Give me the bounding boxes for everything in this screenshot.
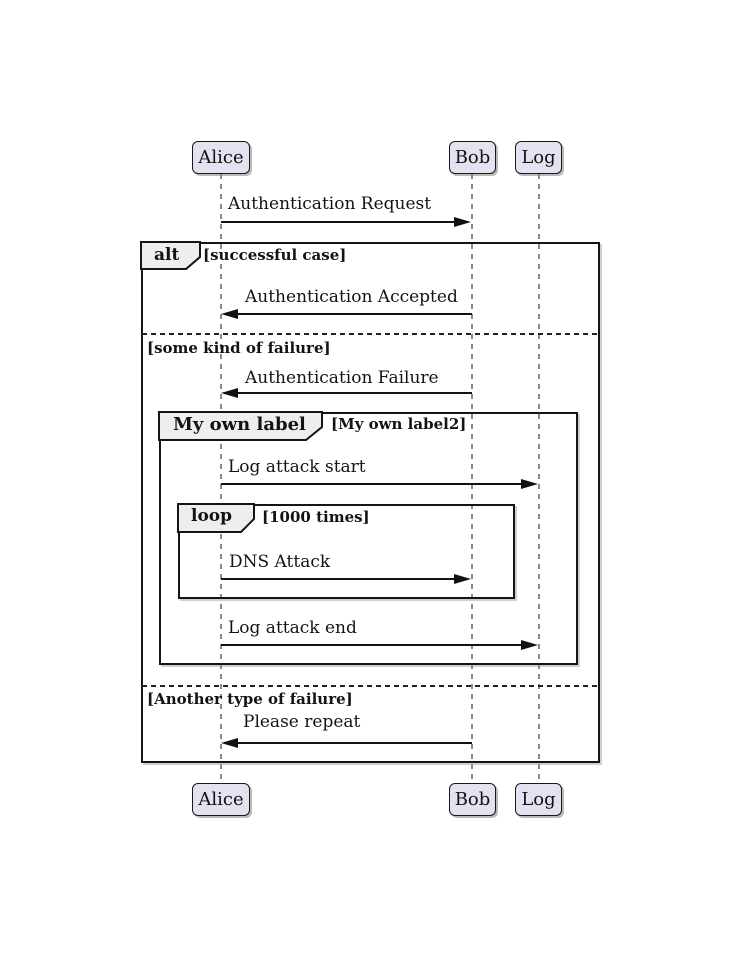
message-log-attack-end: Log attack end bbox=[228, 618, 357, 638]
message-arrow-line bbox=[221, 221, 457, 223]
participant-log-top: Log bbox=[515, 141, 562, 174]
pentagon-shape-icon bbox=[158, 411, 323, 441]
arrowhead-right-icon bbox=[454, 574, 471, 584]
message-arrow-line bbox=[221, 578, 457, 580]
group-frame bbox=[159, 412, 578, 665]
alt-keyword: alt bbox=[154, 245, 180, 265]
arrowhead-right-icon bbox=[521, 640, 538, 650]
else-divider-1 bbox=[142, 333, 599, 335]
participant-label: Log bbox=[521, 147, 556, 168]
loop-keyword: loop bbox=[191, 506, 233, 526]
else-condition-1: [some kind of failure] bbox=[147, 339, 331, 357]
participant-label: Bob bbox=[454, 147, 491, 168]
participant-label: Bob bbox=[454, 789, 491, 810]
message-authentication-request: Authentication Request bbox=[228, 194, 432, 214]
message-arrow-line bbox=[238, 742, 472, 744]
group-condition: [My own label2] bbox=[331, 415, 467, 433]
group-frame-pentagon bbox=[158, 411, 324, 446]
participant-alice-top: Alice bbox=[192, 141, 250, 174]
message-authentication-accepted: Authentication Accepted bbox=[245, 287, 458, 307]
participant-bob-bottom: Bob bbox=[449, 783, 496, 816]
message-arrow-line bbox=[221, 483, 522, 485]
lifeline-bob bbox=[471, 174, 473, 783]
message-log-attack-start: Log attack start bbox=[228, 457, 366, 477]
participant-bob-top: Bob bbox=[449, 141, 496, 174]
participant-alice-bottom: Alice bbox=[192, 783, 250, 816]
arrowhead-right-icon bbox=[521, 479, 538, 489]
message-please-repeat: Please repeat bbox=[243, 712, 361, 732]
arrowhead-left-icon bbox=[221, 309, 238, 319]
arrowhead-right-icon bbox=[454, 217, 471, 227]
message-dns-attack: DNS Attack bbox=[229, 552, 331, 572]
participant-log-bottom: Log bbox=[515, 783, 562, 816]
group-keyword: My own label bbox=[173, 414, 306, 435]
pentagon-shape-icon bbox=[140, 241, 201, 270]
message-arrow-line bbox=[221, 644, 522, 646]
else-divider-2 bbox=[142, 685, 599, 687]
participant-label: Log bbox=[521, 789, 556, 810]
message-arrow-line bbox=[238, 392, 472, 394]
arrowhead-left-icon bbox=[221, 738, 238, 748]
loop-frame bbox=[178, 504, 515, 599]
loop-frame-pentagon bbox=[177, 503, 256, 538]
lifeline-log bbox=[538, 174, 540, 783]
lifeline-alice bbox=[220, 174, 222, 783]
pentagon-shape-icon bbox=[177, 503, 255, 533]
message-arrow-line bbox=[238, 313, 472, 315]
else-condition-2: [Another type of failure] bbox=[147, 690, 353, 708]
alt-frame bbox=[141, 242, 600, 763]
participant-label: Alice bbox=[198, 147, 244, 168]
alt-condition: [successful case] bbox=[203, 246, 347, 264]
message-authentication-failure: Authentication Failure bbox=[245, 368, 439, 388]
loop-condition: [1000 times] bbox=[262, 508, 370, 526]
alt-frame-pentagon bbox=[140, 241, 202, 275]
participant-label: Alice bbox=[198, 789, 244, 810]
arrowhead-left-icon bbox=[221, 388, 238, 398]
